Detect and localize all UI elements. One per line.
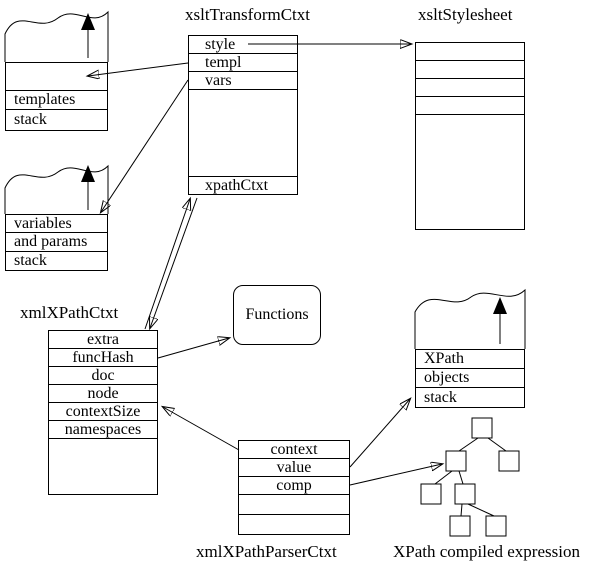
stylesheet-field (416, 97, 524, 115)
variables-stack-up-arrow-icon (81, 165, 95, 210)
stylesheet-field (416, 61, 524, 79)
parser-empty-row (239, 495, 349, 515)
xpath-objects-stack-box: XPath objects stack (415, 349, 525, 408)
arrow-xpathctxt-down (150, 197, 198, 328)
field-doc: doc (49, 367, 157, 385)
title-xml-xpath-parser-ctxt: xmlXPathParserCtxt (196, 542, 337, 561)
objects-stack-row-xpath: XPath (416, 350, 524, 369)
field-contextsize: contextSize (49, 403, 157, 421)
stylesheet-field (416, 79, 524, 97)
title-xslt-transform-ctxt: xsltTransformCtxt (185, 5, 311, 24)
variables-stack-row-variables: variables (6, 215, 107, 233)
stylesheet-field (416, 43, 524, 61)
xslt-stylesheet-box (415, 42, 525, 230)
arrow-xpathctxt-up (144, 199, 190, 330)
field-vars: vars (189, 72, 297, 90)
title-xml-xpath-ctxt: xmlXPathCtxt (20, 303, 119, 322)
tree-edge (460, 503, 463, 517)
templates-stack-empty-row (6, 63, 107, 91)
arrow-comp-to-expression-tree (349, 464, 442, 486)
objects-stack-row-stack: stack (424, 388, 457, 406)
xml-xpath-parser-ctxt-box: context value comp (238, 440, 350, 535)
templates-stack-up-arrow-icon (81, 13, 95, 58)
xpath-expression-tree (420, 417, 520, 537)
field-comp: comp (239, 477, 349, 495)
templates-stack-box: templates stack (5, 62, 108, 131)
functions-label: Functions (245, 306, 309, 323)
field-context: context (239, 441, 349, 459)
arrow-context-to-xpathctxt (163, 407, 240, 451)
field-value: value (239, 459, 349, 477)
templates-stack-row-stack: stack (14, 111, 47, 128)
field-templ: templ (189, 54, 297, 72)
field-node: node (49, 385, 157, 403)
field-funchash: funcHash (49, 349, 157, 367)
tree-edge (467, 503, 495, 517)
tree-node (445, 450, 467, 472)
objects-stack-torn-edge (414, 288, 526, 349)
field-namespaces: namespaces (49, 421, 157, 439)
tree-node (420, 483, 442, 505)
arrow-value-to-objects-stack (349, 399, 410, 468)
field-style: style (189, 36, 297, 54)
variables-stack-torn-edge (4, 164, 109, 214)
tree-edge (434, 470, 453, 485)
objects-stack-up-arrow-icon (493, 297, 507, 344)
templates-stack-torn-edge (4, 10, 109, 62)
objects-stack-row-objects: objects (416, 369, 524, 388)
tree-edge (458, 470, 464, 485)
variables-stack-row-and-params: and params (6, 233, 107, 252)
title-xpath-compiled-expression: XPath compiled expression (393, 542, 580, 561)
xml-xpath-ctxt-box: extra funcHash doc node contextSize name… (48, 330, 158, 495)
arrow-vars-to-variables-stack (101, 79, 189, 212)
variables-stack-box: variables and params stack (5, 214, 108, 271)
field-extra: extra (49, 331, 157, 349)
tree-edge (458, 437, 479, 452)
xslt-transform-ctxt-box: style templ vars xpathCtxt (188, 35, 298, 195)
tree-node (454, 483, 476, 505)
templates-stack-row-templates: templates (6, 91, 107, 110)
tree-edge (487, 437, 507, 452)
tree-node (449, 515, 471, 537)
arrow-funchash-to-functions (157, 338, 229, 359)
tree-node (485, 515, 507, 537)
field-xpathctxt: xpathCtxt (205, 177, 269, 194)
variables-stack-row-stack: stack (14, 252, 47, 269)
functions-box: Functions (233, 285, 321, 345)
tree-node (498, 450, 520, 472)
empty-fields-area (189, 90, 297, 177)
tree-node (471, 417, 493, 439)
title-xslt-stylesheet: xsltStylesheet (418, 5, 513, 24)
